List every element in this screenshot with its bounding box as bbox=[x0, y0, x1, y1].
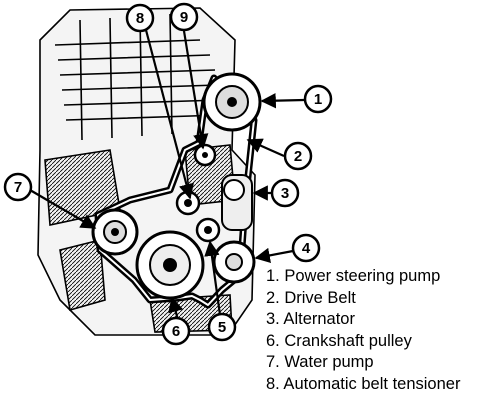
leader-2 bbox=[246, 138, 285, 158]
idler-pulley-top bbox=[193, 143, 217, 167]
callout-number: 9 bbox=[180, 9, 188, 26]
callout-number: 8 bbox=[136, 10, 144, 27]
leader-5 bbox=[204, 240, 222, 316]
leader-4 bbox=[254, 247, 294, 263]
callout-4: 4 bbox=[291, 233, 321, 263]
leader-1 bbox=[260, 92, 305, 109]
callout-number: 4 bbox=[302, 240, 311, 257]
leader-8 bbox=[144, 29, 194, 200]
callout-number: 6 bbox=[172, 323, 180, 340]
alternator-body bbox=[221, 174, 253, 231]
water-pump-housing-pulley bbox=[212, 240, 256, 284]
idler-pulley-middle bbox=[195, 217, 221, 243]
legend-item: 7. Water pump bbox=[266, 353, 374, 372]
callout-number: 5 bbox=[218, 319, 226, 336]
callout-5: 5 bbox=[207, 312, 237, 342]
callout-6: 6 bbox=[161, 316, 191, 346]
leader-6 bbox=[168, 296, 184, 321]
callout-number: 3 bbox=[281, 185, 289, 202]
legend: 1. Power steering pump 2. Drive Belt 3. … bbox=[266, 266, 460, 396]
leader-7 bbox=[29, 189, 97, 229]
legend-item: 1. Power steering pump bbox=[266, 267, 441, 285]
callout-1: 1 bbox=[303, 84, 333, 114]
tensioner-pulley bbox=[175, 190, 201, 216]
legend-item: 6. Crankshaft pulley bbox=[266, 331, 412, 350]
callout-9: 9 bbox=[169, 2, 199, 32]
callout-number: 7 bbox=[14, 179, 22, 196]
power-steering-pulley bbox=[202, 72, 262, 132]
legend-item: 2. Drive Belt bbox=[266, 288, 356, 307]
legend-item: 3. Alternator bbox=[266, 310, 355, 329]
leader-9 bbox=[182, 30, 209, 150]
callout-8: 8 bbox=[125, 3, 155, 33]
callout-number: 1 bbox=[314, 91, 322, 108]
legend-item: 8. Automatic belt tensioner bbox=[266, 374, 461, 393]
crankshaft-pulley bbox=[135, 230, 205, 300]
callout-number: 2 bbox=[294, 148, 302, 165]
callout-3: 3 bbox=[270, 178, 300, 208]
callout-2: 2 bbox=[283, 141, 313, 171]
callout-7: 7 bbox=[3, 172, 33, 202]
water-pump-pulley bbox=[91, 208, 139, 256]
